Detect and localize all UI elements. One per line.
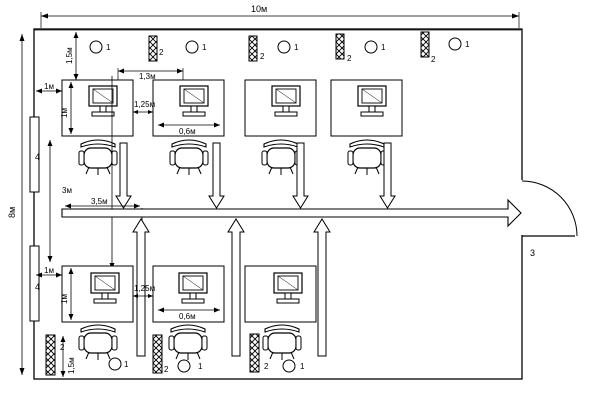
top-wall-gap-dimension: 1м bbox=[36, 82, 62, 94]
heater: 2 bbox=[248, 35, 265, 62]
heater: 2 bbox=[45, 334, 65, 376]
heater-number: 2 bbox=[159, 48, 164, 57]
chair-icon bbox=[261, 139, 301, 176]
room-width-dimension: 10м bbox=[40, 4, 520, 28]
monitor-icon bbox=[179, 85, 209, 117]
lamp-number: 1 bbox=[300, 362, 305, 371]
down-arrow bbox=[208, 142, 225, 209]
lamp-number: 1 bbox=[124, 360, 129, 369]
top-margin-dimension: 1,5м bbox=[65, 32, 79, 80]
side-gap-dimension: 3м bbox=[47, 140, 72, 262]
heater: 2 bbox=[335, 33, 352, 63]
top-desk-depth-label: 1м bbox=[60, 108, 69, 118]
door-number: 3 bbox=[530, 248, 535, 258]
top-wall-gap-label: 1м bbox=[44, 82, 54, 91]
down-arrow bbox=[292, 142, 309, 209]
monitor-icon bbox=[273, 272, 303, 304]
lamp: 1 bbox=[108, 357, 129, 371]
bottom-desk-width-dimension: 0,6м bbox=[158, 307, 220, 321]
heater: 2 bbox=[420, 31, 436, 64]
down-arrow bbox=[115, 142, 132, 209]
heater: 2 bbox=[249, 333, 269, 373]
workstation bbox=[330, 79, 403, 176]
heater-number: 2 bbox=[264, 362, 269, 371]
monitor-icon bbox=[357, 85, 387, 117]
lamp: 1 bbox=[177, 359, 203, 373]
door: 3 bbox=[518, 180, 578, 258]
top-aisle-gap-label: 1,25м bbox=[134, 100, 155, 109]
corridor-width-dimension: 3,5м bbox=[65, 197, 140, 209]
chair-icon bbox=[262, 324, 302, 361]
up-arrow bbox=[227, 218, 245, 357]
heater-number: 2 bbox=[347, 54, 352, 63]
heater-number: 2 bbox=[260, 52, 265, 61]
up-arrow bbox=[313, 218, 331, 357]
lamp: 1 bbox=[282, 359, 305, 373]
down-arrow bbox=[379, 142, 396, 209]
lamp: 1 bbox=[364, 40, 386, 54]
room-height-dimension: 8м bbox=[7, 34, 25, 375]
bottom-margin-dimension: 1,5м bbox=[60, 336, 76, 377]
bottom-desk-depth-label: 1м bbox=[60, 294, 69, 304]
room-height-label: 8м bbox=[7, 207, 17, 218]
lamp-number: 1 bbox=[381, 43, 386, 52]
corridor-arrow bbox=[61, 198, 522, 228]
side-gap-label: 3м bbox=[62, 186, 72, 195]
lamp: 1 bbox=[448, 37, 470, 51]
heater-number: 2 bbox=[60, 343, 65, 352]
lamp: 1 bbox=[277, 40, 299, 54]
workstation bbox=[61, 265, 134, 361]
heater: 2 bbox=[152, 334, 169, 374]
workstation bbox=[244, 79, 317, 176]
heater: 2 bbox=[148, 35, 164, 62]
desk-spacing-label: 1,3м bbox=[139, 72, 156, 81]
chair-icon bbox=[78, 324, 118, 361]
lamp-number: 1 bbox=[106, 43, 111, 52]
bottom-desk-width-label: 0,6м bbox=[179, 312, 196, 321]
chair-icon bbox=[168, 324, 208, 361]
bottom-margin-label: 1,5м bbox=[67, 357, 76, 374]
bottom-wall-gap-dimension: 1м bbox=[36, 266, 62, 278]
window-bottom: 4 bbox=[29, 245, 40, 322]
lamp-number: 1 bbox=[465, 40, 470, 49]
monitor-icon bbox=[88, 85, 118, 117]
workstation bbox=[152, 265, 225, 361]
lamp: 1 bbox=[89, 40, 111, 54]
monitor-icon bbox=[271, 85, 301, 117]
desk-spacing-dimension: 1,3м bbox=[117, 68, 184, 81]
top-aisle-gap-dimension: 1,25м bbox=[133, 100, 155, 114]
room-width-label: 10м bbox=[251, 4, 267, 14]
chair-icon bbox=[347, 139, 387, 176]
top-margin-label: 1,5м bbox=[65, 47, 74, 64]
window-number: 4 bbox=[35, 152, 40, 162]
bottom-aisle-gap-label: 1,25м bbox=[134, 284, 155, 293]
monitor-icon bbox=[178, 272, 208, 304]
up-arrow bbox=[132, 218, 150, 357]
lamp-number: 1 bbox=[294, 43, 299, 52]
workstation bbox=[244, 265, 317, 361]
chair-icon bbox=[169, 139, 209, 176]
heater-number: 2 bbox=[431, 55, 436, 64]
bottom-desk-depth-dimension: 1м bbox=[60, 268, 74, 320]
heater-number: 2 bbox=[164, 365, 169, 374]
top-desk-width-dimension: 0,6м bbox=[158, 122, 220, 136]
lamp: 1 bbox=[185, 40, 207, 54]
lamp-number: 1 bbox=[202, 43, 207, 52]
workstation bbox=[152, 79, 225, 176]
bottom-aisle-gap-dimension: 1,25м bbox=[133, 284, 155, 298]
chair-icon bbox=[78, 139, 118, 176]
top-desk-width-label: 0,6м bbox=[179, 127, 196, 136]
workstation bbox=[61, 79, 134, 176]
corridor-width-label: 3,5м bbox=[91, 197, 108, 206]
window-number: 4 bbox=[35, 282, 40, 292]
window-top: 4 bbox=[29, 116, 40, 193]
bottom-wall-gap-label: 1м bbox=[44, 266, 54, 275]
lamp-number: 1 bbox=[198, 362, 203, 371]
monitor-icon bbox=[90, 272, 120, 304]
top-desk-depth-dimension: 1м bbox=[60, 82, 74, 134]
